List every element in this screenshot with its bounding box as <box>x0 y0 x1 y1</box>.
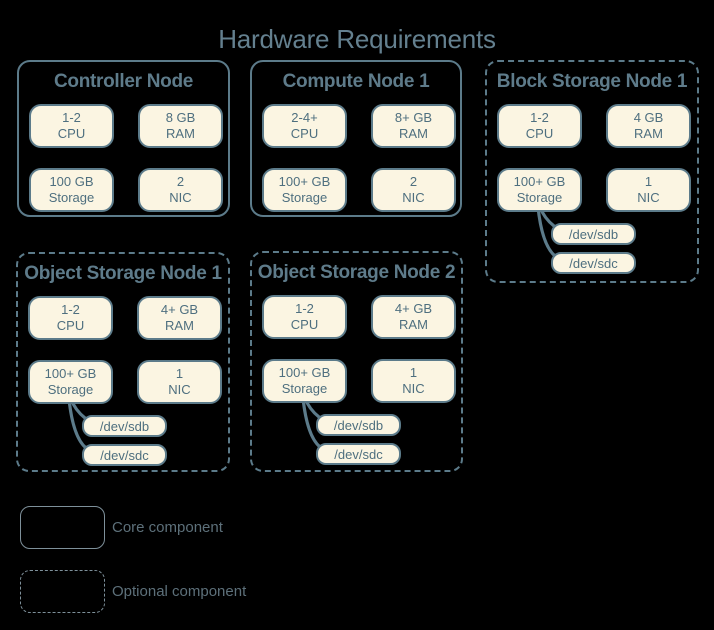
pill-value: 8+ GB <box>394 110 433 125</box>
pill-kind: Storage <box>281 381 328 396</box>
pill-value: 1-2 <box>530 110 549 125</box>
pill-kind: NIC <box>168 382 191 397</box>
disk-sdc: /dev/sdc <box>82 444 167 466</box>
pill-value: 1 <box>644 174 653 189</box>
pill-kind: NIC <box>637 190 660 205</box>
pill-value: 2 <box>176 174 185 189</box>
pill-kind: NIC <box>169 190 192 205</box>
pill-kind: RAM <box>399 126 428 141</box>
pill-kind: RAM <box>634 126 663 141</box>
pill-kind: NIC <box>402 381 425 396</box>
diagram-title: Hardware Requirements <box>218 24 496 54</box>
node-title: Block Storage Node 1 <box>496 71 688 92</box>
pill-kind: NIC <box>402 190 425 205</box>
pill-kind: RAM <box>399 317 428 332</box>
pill-value: 100+ GB <box>44 366 97 381</box>
pill-value: 100 GB <box>49 174 94 189</box>
pill-kind: CPU <box>290 317 319 332</box>
pill-value: 1-2 <box>61 302 80 317</box>
pill-kind: CPU <box>290 126 319 141</box>
pill-value: 100+ GB <box>513 174 566 189</box>
pill-kind: CPU <box>57 126 86 141</box>
pill-kind: RAM <box>166 126 195 141</box>
pill-kind: RAM <box>165 318 194 333</box>
pill-value: 1 <box>409 365 418 380</box>
pill-kind: Storage <box>48 190 95 205</box>
pill-value: 4+ GB <box>394 301 433 316</box>
pill-value: 4 GB <box>633 110 664 125</box>
disk-sdc: /dev/sdc <box>316 443 401 465</box>
node-title: Object Storage Node 2 <box>257 262 456 283</box>
pill-kind: Storage <box>281 190 328 205</box>
pill-value: 4+ GB <box>160 302 199 317</box>
node-title: Object Storage Node 1 <box>24 263 222 284</box>
pill-cpu: 2-4+CPU <box>262 104 347 148</box>
pill-kind: Storage <box>47 382 94 397</box>
pill-value: 1 <box>175 366 184 381</box>
pill-value: 1-2 <box>62 110 81 125</box>
pill-kind: Storage <box>516 190 563 205</box>
legend-box-solid <box>20 506 105 549</box>
pill-value: 2 <box>409 174 418 189</box>
pill-value: 2-4+ <box>291 110 318 125</box>
pill-value: 100+ GB <box>278 174 331 189</box>
disk-sdb: /dev/sdb <box>82 415 167 437</box>
legend-label: Optional component <box>112 583 247 600</box>
pill-value: 8 GB <box>165 110 196 125</box>
node-title: Controller Node <box>53 71 194 92</box>
disk-sdb: /dev/sdb <box>316 414 401 436</box>
pill-kind: CPU <box>56 318 85 333</box>
legend-box-dashed <box>20 570 105 613</box>
pill-value: 100+ GB <box>278 365 331 380</box>
disk-sdb: /dev/sdb <box>551 223 636 245</box>
pill-value: 1-2 <box>295 301 314 316</box>
disk-sdc: /dev/sdc <box>551 252 636 274</box>
legend-label: Core component <box>112 519 223 536</box>
node-title: Compute Node 1 <box>282 71 430 92</box>
pill-kind: CPU <box>525 126 554 141</box>
